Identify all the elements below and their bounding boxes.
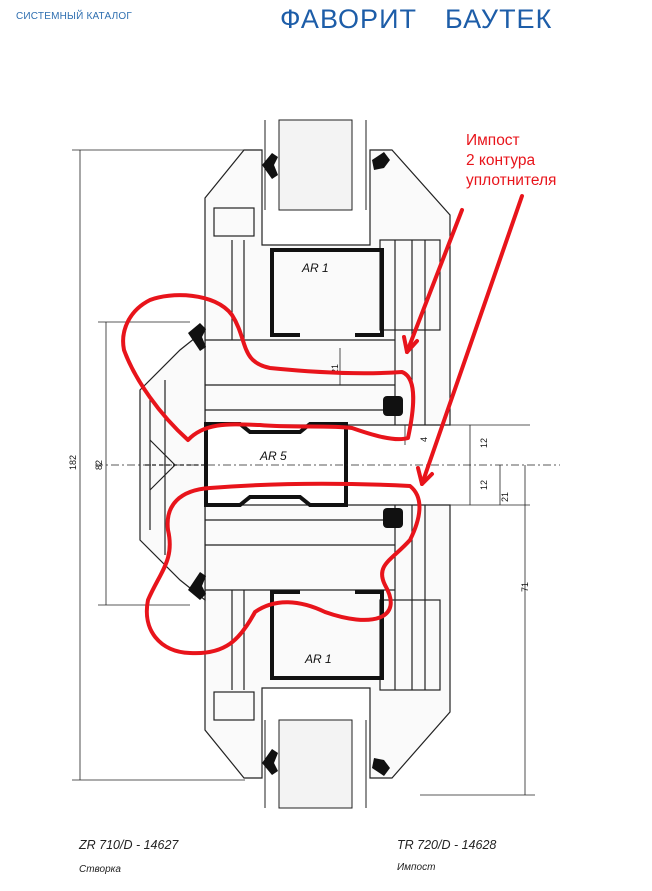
catalog-label: СИСТЕМНЫЙ КАТАЛОГ — [16, 11, 132, 22]
annotation-line-3: уплотнителя — [466, 172, 557, 189]
dim-21: 21 — [500, 492, 510, 502]
dim-21-small: 21 — [330, 364, 340, 374]
dim-12-bottom: 12 — [479, 480, 489, 490]
left-profile-code: ZR 710/D - 14627 — [79, 838, 179, 852]
dim-total: 182 — [68, 455, 78, 470]
dimension-lines — [72, 149, 560, 796]
glass-panes — [264, 119, 367, 809]
brand-name-part1: ФАВОРИТ — [280, 4, 417, 34]
seals — [188, 152, 403, 776]
reinforcement-top-label: AR 1 — [301, 261, 329, 275]
dim-71: 71 — [520, 582, 530, 592]
right-profile-name: Импост — [397, 862, 436, 873]
reinforcement-bottom-label: AR 1 — [304, 652, 332, 666]
annotation-line-2: 2 контура — [466, 152, 536, 169]
top-sash-profile — [204, 149, 451, 426]
left-profile-name: Створка — [79, 864, 121, 875]
dim-12-top: 12 — [479, 438, 489, 448]
right-profile-code: TR 720/D - 14628 — [397, 838, 497, 852]
reinforcements — [204, 248, 384, 680]
annotation-line-1: Импост — [466, 132, 520, 149]
dim-4: 4 — [419, 437, 429, 442]
red-seal-outlines — [121, 194, 524, 656]
reinforcement-middle-label: AR 5 — [259, 449, 287, 463]
impost-annotation: Импост 2 контура уплотнителя — [466, 131, 556, 191]
brand-name-part2: БАУТЕК — [444, 4, 553, 34]
brand-logo: ФАВОРИТ БАУТЕК — [280, 4, 552, 35]
dim-sash: 82 — [94, 460, 104, 470]
